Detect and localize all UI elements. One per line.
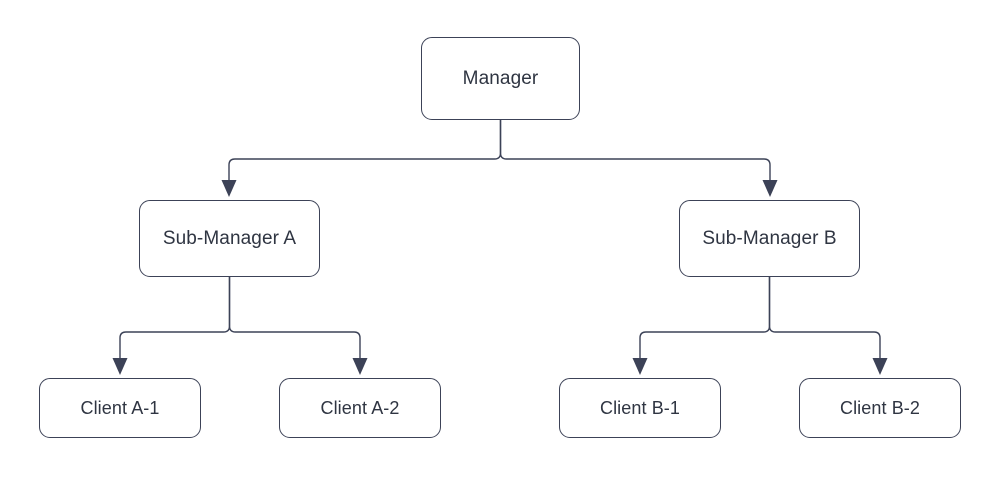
node-client-b2[interactable]: Client B-2 [799,378,961,438]
node-client-a2[interactable]: Client A-2 [279,378,441,438]
edge-arrowhead-client-a1 [112,358,128,375]
node-client-b2-label: Client B-2 [839,398,921,418]
node-sub-manager-b-label: Sub-Manager B [702,228,837,249]
node-manager-label: Manager [462,68,539,89]
node-client-b1-label: Client B-1 [599,398,681,418]
edge-manager-to-sub-manager-a [228,120,502,182]
edge-arrowhead-sub-manager-a [221,180,237,197]
edge-arrowhead-client-a2 [352,358,368,375]
node-client-b1[interactable]: Client B-1 [559,378,721,438]
node-manager[interactable]: Manager [421,37,580,120]
edge-arrowhead-client-b1 [632,358,648,375]
node-sub-manager-a-label: Sub-Manager A [162,228,297,249]
edge-sub-manager-b-to-client-b1 [639,277,771,360]
node-client-a1[interactable]: Client A-1 [39,378,201,438]
node-client-a1-label: Client A-1 [80,398,160,418]
edge-sub-manager-b-to-client-b2 [768,277,881,360]
edge-sub-manager-a-to-client-a2 [228,277,361,360]
edge-arrowhead-sub-manager-b [762,180,778,197]
node-sub-manager-b[interactable]: Sub-Manager B [679,200,860,277]
edge-sub-manager-a-to-client-a1 [119,277,231,360]
node-client-a2-label: Client A-2 [320,398,400,418]
edge-arrowhead-client-b2 [872,358,888,375]
edge-manager-to-sub-manager-b [499,120,771,182]
node-sub-manager-a[interactable]: Sub-Manager A [139,200,320,277]
